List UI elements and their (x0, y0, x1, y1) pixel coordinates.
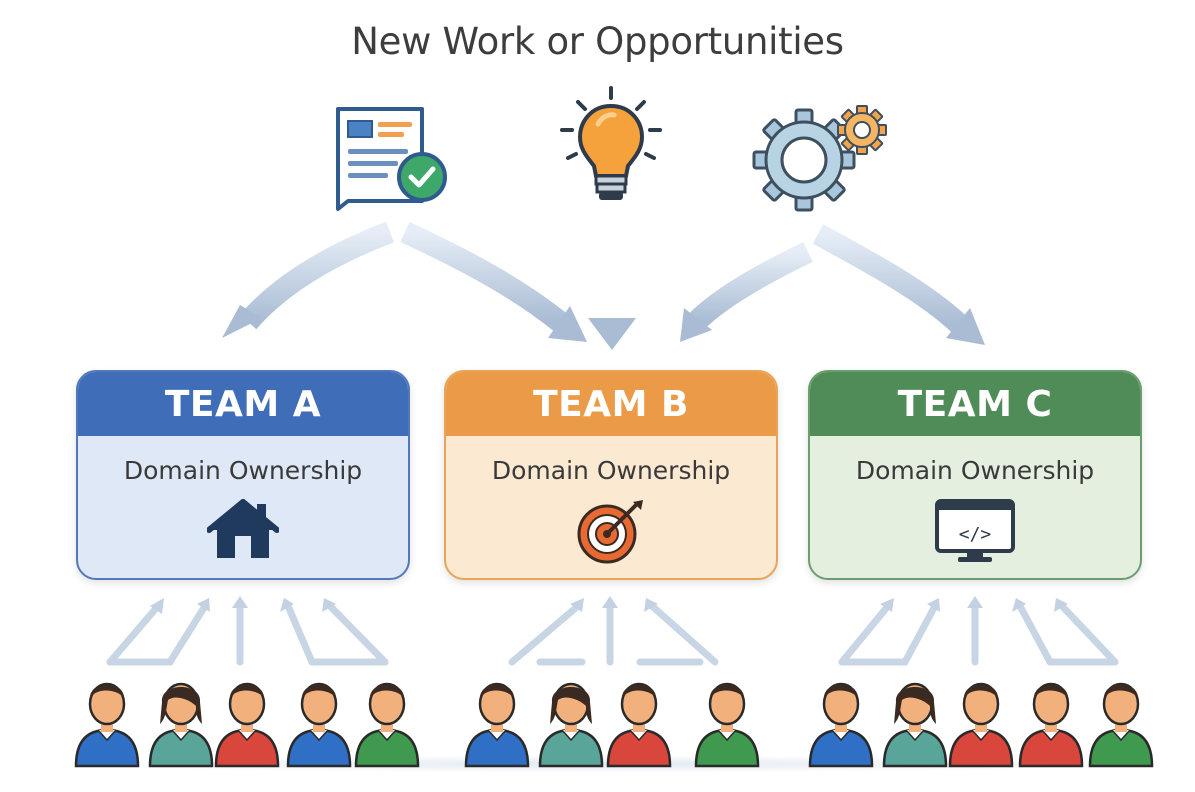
team-c-subtitle: Domain Ownership (855, 456, 1095, 485)
arrowhead (548, 306, 587, 342)
team-member-icon (948, 682, 1014, 768)
arrowhead (588, 318, 636, 350)
team-a-card: TEAM A Domain Ownership (76, 370, 410, 580)
team-member-icon (606, 682, 672, 768)
team-c-card: TEAM C Domain Ownership </> (808, 370, 1142, 580)
arrowhead (946, 308, 985, 345)
arrow-gears-to-team-c (812, 224, 968, 334)
team-b-subtitle: Domain Ownership (491, 456, 731, 485)
team-member-icon (74, 682, 140, 768)
lightbulb-icon (560, 86, 662, 200)
arrow-gears-to-team-b (688, 242, 813, 330)
team-member-icon (286, 682, 352, 768)
team-member-icon (354, 682, 420, 768)
document-check-icon (336, 107, 447, 211)
team-member-icon (464, 682, 530, 768)
team-a-subtitle: Domain Ownership (123, 456, 363, 485)
team-member-icon (148, 682, 214, 768)
team-member-icon (694, 682, 760, 768)
team-member-icon (214, 682, 280, 768)
team-member-icon (1018, 682, 1084, 768)
gears-icon (752, 105, 887, 212)
team-a-header: TEAM A (78, 372, 408, 436)
arrowhead (222, 305, 262, 338)
arrowhead (680, 308, 712, 342)
team-member-icon (882, 682, 948, 768)
team-b-header: TEAM B (446, 372, 776, 436)
team-c-header: TEAM C (810, 372, 1140, 436)
team-member-icon (538, 682, 604, 768)
arrow-doc-to-team-b (400, 222, 567, 331)
team-member-icon (1088, 682, 1154, 768)
team-b-card: TEAM B Domain Ownership (444, 370, 778, 580)
code-monitor-icon: </> (935, 499, 1015, 562)
target-icon (577, 500, 643, 564)
svg-text:</>: </> (959, 524, 992, 545)
diagram-title: New Work or Opportunities (351, 20, 844, 63)
house-icon (207, 499, 279, 558)
team-member-icon (808, 682, 874, 768)
arrow-doc-to-team-a (239, 221, 394, 330)
